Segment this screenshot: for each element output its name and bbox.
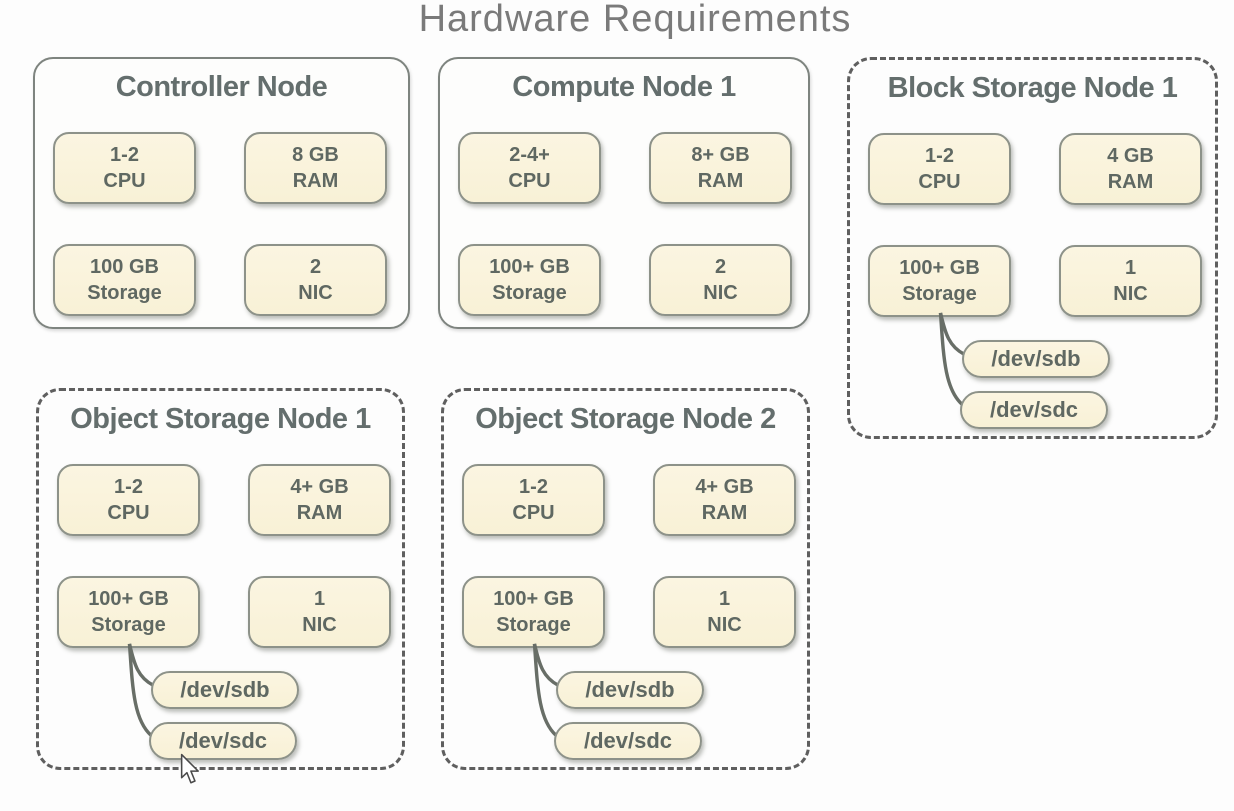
node-title: Compute Node 1 [512,71,736,103]
chip-value: 1-2 [519,476,548,498]
chip-value: 4+ GB [695,476,754,498]
chip-label: NIC [707,614,742,636]
ram-chip: 4+ GB RAM [653,464,796,536]
storage-chip: 100+ GB Storage [57,576,200,648]
chip-label: CPU [512,502,555,524]
storage-chip: 100+ GB Storage [462,576,605,648]
chip-label: RAM [292,170,339,192]
chip-value: 1-2 [925,145,954,167]
cpu-chip: 1-2 CPU [868,133,1011,205]
nic-chip: 2 NIC [244,244,387,316]
disk-pill-sdc: /dev/sdc [554,722,702,760]
chip-label: Storage [87,282,162,304]
ram-chip: 4 GB RAM [1059,133,1202,205]
chip-value: 4+ GB [290,476,349,498]
chip-value: 2 [309,256,322,278]
chip-value: 8+ GB [691,144,750,166]
chip-value: 1 [1124,257,1137,279]
node-title: Controller Node [115,71,328,103]
chip-value: 100+ GB [493,588,574,610]
storage-chip: 100 GB Storage [53,244,196,316]
page-title: Hardware Requirements [418,0,852,40]
object-storage-node-2-box: Object Storage Node 2 1-2 CPU 4+ GB RAM … [441,388,810,770]
chip-label: RAM [296,502,343,524]
cpu-chip: 1-2 CPU [53,132,196,204]
chip-label: CPU [107,502,150,524]
chip-label: CPU [103,170,146,192]
node-title: Object Storage Node 1 [70,403,371,435]
disk-pill-sdc: /dev/sdc [149,722,297,760]
cpu-chip: 1-2 CPU [462,464,605,536]
chip-value: 1-2 [110,144,139,166]
chip-label: NIC [302,614,337,636]
chip-value: 2 [714,256,727,278]
object-storage-node-1-box: Object Storage Node 1 1-2 CPU 4+ GB RAM … [36,388,405,770]
nic-chip: 1 NIC [653,576,796,648]
chip-label: NIC [1113,283,1148,305]
chip-value: 1 [718,588,731,610]
chip-label: CPU [918,171,961,193]
chip-value: 1-2 [114,476,143,498]
chip-label: RAM [697,170,744,192]
chip-label: Storage [902,283,977,305]
storage-chip: 100+ GB Storage [868,245,1011,317]
disk-pill-sdb: /dev/sdb [556,671,704,709]
chip-label: NIC [703,282,738,304]
controller-node-box: Controller Node 1-2 CPU 8 GB RAM 100 GB … [33,57,410,329]
chip-value: 2-4+ [509,144,550,166]
chip-label: RAM [1107,171,1154,193]
nic-chip: 1 NIC [248,576,391,648]
chip-value: 100+ GB [899,257,980,279]
node-title: Object Storage Node 2 [475,403,776,435]
node-title: Block Storage Node 1 [887,72,1178,104]
chip-value: 4 GB [1107,145,1154,167]
chip-label: Storage [492,282,567,304]
chip-label: NIC [298,282,333,304]
chip-label: Storage [91,614,166,636]
disk-pill-sdc: /dev/sdc [960,391,1108,429]
mouse-cursor-icon [180,753,199,784]
chip-value: 100 GB [90,256,159,278]
nic-chip: 1 NIC [1059,245,1202,317]
nic-chip: 2 NIC [649,244,792,316]
ram-chip: 8+ GB RAM [649,132,792,204]
chip-label: CPU [508,170,551,192]
storage-chip: 100+ GB Storage [458,244,601,316]
disk-pill-sdb: /dev/sdb [151,671,299,709]
chip-label: Storage [496,614,571,636]
chip-value: 100+ GB [88,588,169,610]
disk-pill-sdb: /dev/sdb [962,340,1110,378]
ram-chip: 4+ GB RAM [248,464,391,536]
cpu-chip: 1-2 CPU [57,464,200,536]
compute-node-box: Compute Node 1 2-4+ CPU 8+ GB RAM 100+ G… [438,57,810,329]
chip-value: 100+ GB [489,256,570,278]
chip-label: RAM [701,502,748,524]
ram-chip: 8 GB RAM [244,132,387,204]
cpu-chip: 2-4+ CPU [458,132,601,204]
chip-value: 1 [313,588,326,610]
block-storage-node-box: Block Storage Node 1 1-2 CPU 4 GB RAM 10… [847,57,1218,439]
chip-value: 8 GB [292,144,339,166]
